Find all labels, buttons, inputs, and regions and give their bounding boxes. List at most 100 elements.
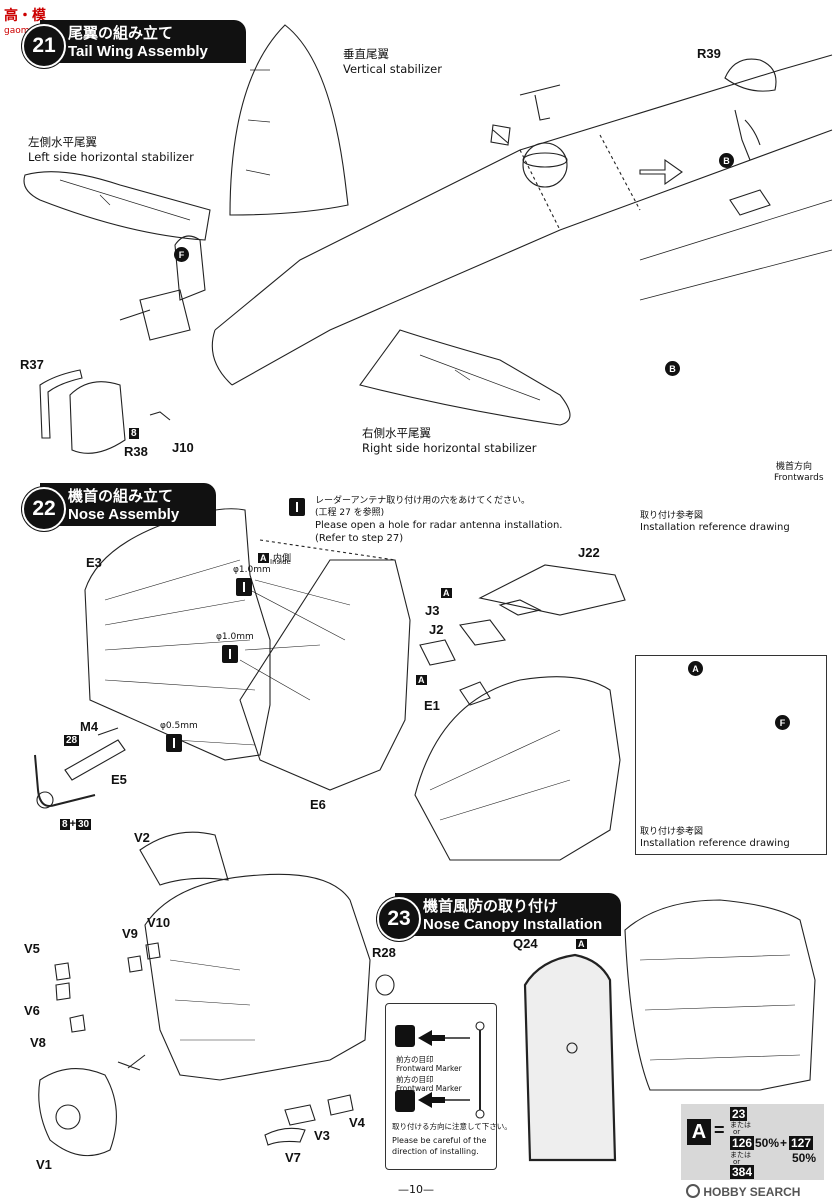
- vertical-stabilizer-shape: [229, 24, 349, 216]
- drill-icon-3: [166, 734, 182, 752]
- part-v10: V10: [147, 915, 171, 930]
- ref-drawing-jp-2: 取り付け参考図: [640, 827, 704, 837]
- step23-badge: 23: [377, 897, 421, 941]
- figure-mark-f-1: F: [174, 247, 189, 262]
- inside-label: A 内側: [258, 548, 291, 566]
- frontwards-jp: 機首方向: [776, 462, 813, 472]
- step21-title-en: Tail Wing Assembly: [68, 43, 208, 60]
- legend-or1-en: or: [733, 1128, 741, 1136]
- part-r38: R38: [124, 444, 148, 459]
- part-e6: E6: [310, 797, 326, 812]
- q24-mark-a: A: [576, 939, 587, 949]
- part-j10: J10: [172, 440, 194, 455]
- legend-color-23: 23: [730, 1107, 748, 1121]
- legend-color-126: 126: [730, 1136, 755, 1150]
- left-hstab-en: Left side horizontal stabilizer: [28, 150, 194, 164]
- step23-title-jp: 機首風防の取り付け: [423, 897, 559, 915]
- figure-mark-b-2: B: [665, 361, 680, 376]
- ref-drawing-en-1: Installation reference drawing: [640, 522, 790, 533]
- part-j22: J22: [578, 545, 600, 560]
- legend-color-384: 384: [730, 1165, 755, 1179]
- e5-paint-a: 8: [60, 819, 70, 830]
- step21-header: 尾翼の組み立て Tail Wing Assembly: [40, 20, 246, 63]
- step22-header: 機首の組み立て Nose Assembly: [40, 483, 216, 526]
- inside-jp: 内側: [272, 554, 291, 564]
- legend-or1-jp: または: [730, 1121, 751, 1129]
- left-stabilizer-shape: [23, 171, 211, 241]
- figure-mark-b-1: B: [719, 153, 734, 168]
- legend-plus: +: [780, 1136, 788, 1150]
- ref-drawing-en-2: Installation reference drawing: [640, 838, 790, 849]
- part-j3: J3: [425, 603, 440, 618]
- part-v3: V3: [314, 1128, 330, 1143]
- part-v9: V9: [122, 926, 138, 941]
- drill-icon-1: [236, 578, 252, 596]
- inside-en: Inside: [270, 558, 291, 566]
- left-hstab-jp: 左側水平尾翼: [28, 135, 97, 149]
- color-mix-legend: A = 23 または or 126 50% + 127 50% または or 3…: [681, 1104, 824, 1180]
- legend-mark-a: A: [687, 1119, 711, 1145]
- part-v6: V6: [24, 1003, 40, 1018]
- legend-equals: =: [714, 1120, 725, 1140]
- part-e3: E3: [86, 555, 102, 570]
- j10-paint: 8: [129, 428, 139, 439]
- e5-paint-b: 30: [76, 819, 92, 830]
- ref-drawing-box-21: [640, 357, 828, 507]
- right-stabilizer-shape: [359, 329, 571, 426]
- watermark-logo: 高・模: [4, 8, 46, 24]
- front-marker-en-2: Frontward Marker: [396, 1084, 462, 1093]
- e5-paint: 8+30: [60, 818, 92, 830]
- legend-pct-127: 50%: [792, 1151, 817, 1165]
- part-e1: E1: [424, 698, 440, 713]
- q24-panel: [523, 953, 617, 1162]
- part-q24: Q24: [513, 936, 538, 951]
- drill-icon-radar: [289, 498, 305, 516]
- front-marker-en-1: Frontward Marker: [396, 1064, 462, 1073]
- part-v1: V1: [36, 1157, 52, 1172]
- ref-drawing-jp-1: 取り付け参考図: [640, 511, 704, 521]
- step23-title-en: Nose Canopy Installation: [423, 916, 603, 933]
- legend-color-127: 127: [789, 1136, 814, 1150]
- part-v7: V7: [285, 1150, 301, 1165]
- legend-or2-en: or: [733, 1158, 741, 1166]
- nose-canopy-body: [144, 873, 371, 1081]
- drill-size-3: φ0.5mm: [160, 721, 198, 731]
- marker-note-box: [385, 1003, 497, 1170]
- part-v2: V2: [134, 830, 150, 845]
- step22-title-en: Nose Assembly: [68, 506, 180, 523]
- front-marker-jp-1: 前方の目印: [396, 1055, 434, 1064]
- part-r37: R37: [20, 357, 44, 372]
- radar-note-jp1: レーダーアンテナ取り付け用の穴をあけてください。: [315, 496, 531, 506]
- brand-logo: HOBBY SEARCH: [686, 1184, 800, 1199]
- inside-mark: A: [258, 553, 269, 563]
- part-v8: V8: [30, 1035, 46, 1050]
- drill-size-1: φ1.0mm: [233, 565, 271, 575]
- part-v5: V5: [24, 941, 40, 956]
- tail-fuselage: [214, 54, 833, 386]
- radar-note-jp2: (工程 27 を参照): [315, 508, 385, 518]
- step21-badge: 21: [22, 24, 66, 68]
- e1-mark-a: A: [416, 675, 427, 685]
- frontwards-en: Frontwards: [774, 473, 824, 483]
- part-m4: M4: [80, 719, 99, 734]
- figure-mark-a-ref: A: [688, 661, 703, 676]
- caution-en-1: Please be careful of the: [392, 1136, 487, 1145]
- floor-j22: [478, 564, 626, 616]
- brand-name: HOBBY SEARCH: [703, 1185, 801, 1199]
- front-marker-jp-2: 前方の目印: [396, 1075, 434, 1084]
- e5-paint-plus: +: [69, 818, 76, 830]
- vertical-stabilizer-en: Vertical stabilizer: [343, 62, 442, 76]
- part-r39: R39: [697, 46, 721, 61]
- legend-pct-126: 50%: [755, 1136, 780, 1150]
- part-r28: R28: [372, 945, 396, 960]
- legend-or2-jp: または: [730, 1151, 751, 1159]
- radar-note-en1: Please open a hole for radar antenna ins…: [315, 520, 563, 531]
- step23-header: 機首風防の取り付け Nose Canopy Installation: [395, 893, 621, 936]
- radar-note-en2: (Refer to step 27): [315, 533, 404, 544]
- step22-title-jp: 機首の組み立て: [68, 487, 174, 505]
- caution-jp: 取り付ける方向に注意して下さい。: [392, 1122, 512, 1131]
- part-v4: V4: [349, 1115, 365, 1130]
- drill-icon-2: [222, 645, 238, 663]
- brand-icon: [686, 1184, 700, 1198]
